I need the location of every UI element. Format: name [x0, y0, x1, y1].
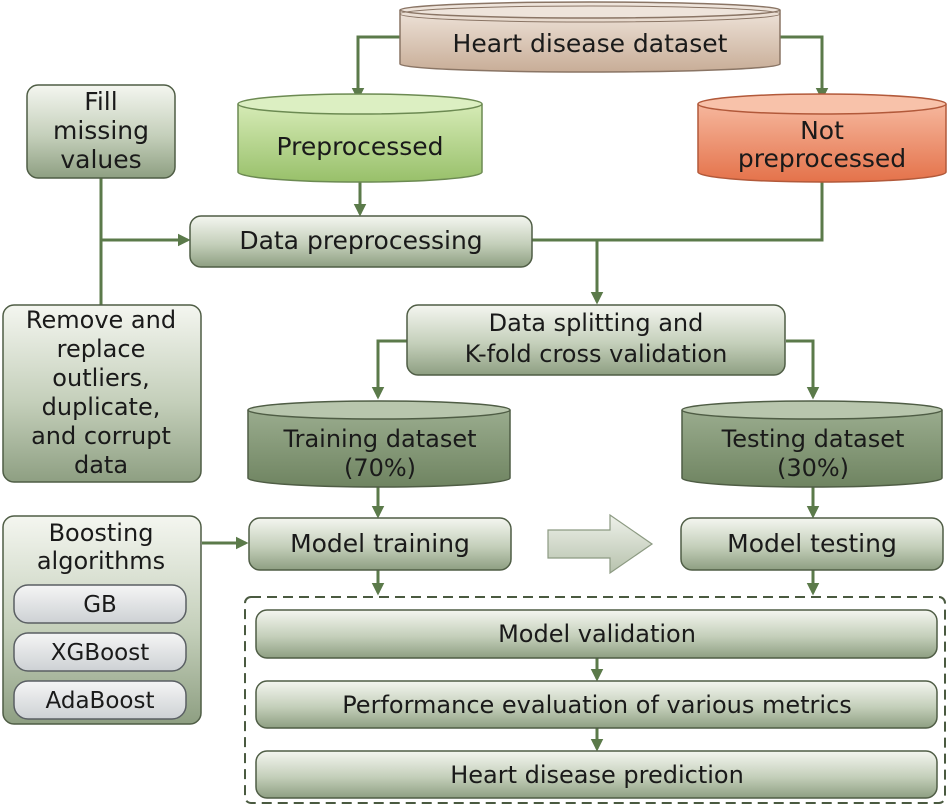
- data-preprocessing-label: Data preprocessing: [239, 226, 482, 255]
- connector-data-preprocessing-to-splitting: [532, 238, 604, 305]
- remove-outliers-box: Remove and replace outliers, duplicate, …: [2, 304, 202, 483]
- model-training-label: Model training: [290, 529, 470, 558]
- data-preprocessing-box: Data preprocessing: [189, 215, 533, 268]
- heart-disease-prediction-box: Heart disease prediction: [255, 750, 938, 799]
- fill-missing-values-box: Fill missing values: [26, 84, 176, 179]
- algorithm-adaboost-label: AdaBoost: [46, 688, 155, 714]
- connector-dataset-to-preprocessed: [351, 35, 400, 101]
- remove-outliers-line3: outliers,: [52, 364, 149, 392]
- algorithm-pill-xgboost: XGBoost: [13, 632, 187, 672]
- not-preprocessed-label-line1: Not: [800, 116, 844, 145]
- boosting-algorithms-box: Boosting algorithms GB XGBoost AdaBoost: [2, 515, 202, 725]
- remove-outliers-line6: data: [74, 451, 128, 479]
- connector-dataset-to-not-preprocessed: [780, 35, 829, 101]
- algorithm-pill-gb: GB: [13, 584, 187, 624]
- performance-evaluation-label: Performance evaluation of various metric…: [342, 691, 852, 719]
- model-validation-label: Model validation: [498, 620, 696, 648]
- connectors: [99, 35, 829, 752]
- flow-arrow-icon: [547, 513, 654, 575]
- performance-evaluation-box: Performance evaluation of various metric…: [255, 680, 938, 729]
- remove-outliers-line4: duplicate,: [42, 393, 161, 421]
- connector-splitting-to-training: [371, 339, 407, 400]
- boosting-line2: algorithms: [37, 547, 165, 575]
- heart-disease-dataset-label: Heart disease dataset: [453, 29, 728, 58]
- heart-disease-prediction-label: Heart disease prediction: [450, 761, 744, 789]
- model-training-box: Model training: [248, 517, 512, 571]
- not-preprocessed-cylinder: Not preprocessed: [697, 93, 947, 183]
- fill-missing-line1: Fill: [84, 87, 117, 116]
- algorithm-pill-adaboost: AdaBoost: [13, 680, 187, 720]
- data-splitting-box: Data splitting and K-fold cross validati…: [406, 304, 786, 376]
- heart-disease-dataset-cylinder: Heart disease dataset: [399, 1, 781, 73]
- fill-missing-line3: values: [60, 145, 141, 174]
- training-dataset-line1: Training dataset: [282, 425, 476, 453]
- model-testing-label: Model testing: [727, 529, 897, 558]
- model-validation-box: Model validation: [255, 609, 938, 659]
- remove-outliers-line5: and corrupt: [31, 422, 171, 450]
- preprocessed-cylinder: Preprocessed: [237, 93, 483, 183]
- algorithm-gb-label: GB: [83, 592, 117, 618]
- connector-splitting-to-testing: [786, 339, 820, 400]
- boosting-line1: Boosting: [49, 519, 154, 547]
- connector-not-preprocessed-to-merge: [595, 178, 824, 242]
- preprocessed-label: Preprocessed: [276, 132, 443, 161]
- evaluation-group-border: [244, 596, 946, 804]
- testing-dataset-line2: (30%): [777, 454, 849, 482]
- algorithm-xgboost-label: XGBoost: [51, 640, 150, 666]
- testing-dataset-cylinder: Testing dataset (30%): [681, 400, 943, 488]
- data-splitting-line1: Data splitting and: [489, 309, 704, 337]
- training-dataset-cylinder: Training dataset (70%): [247, 400, 511, 488]
- remove-outliers-line2: replace: [57, 335, 146, 363]
- data-splitting-line2: K-fold cross validation: [465, 340, 728, 368]
- remove-outliers-line1: Remove and: [26, 306, 176, 334]
- fill-missing-line2: missing: [53, 116, 149, 145]
- training-dataset-line2: (70%): [344, 454, 416, 482]
- model-testing-box: Model testing: [680, 517, 944, 571]
- not-preprocessed-label-line2: preprocessed: [738, 144, 906, 173]
- testing-dataset-line1: Testing dataset: [721, 425, 905, 453]
